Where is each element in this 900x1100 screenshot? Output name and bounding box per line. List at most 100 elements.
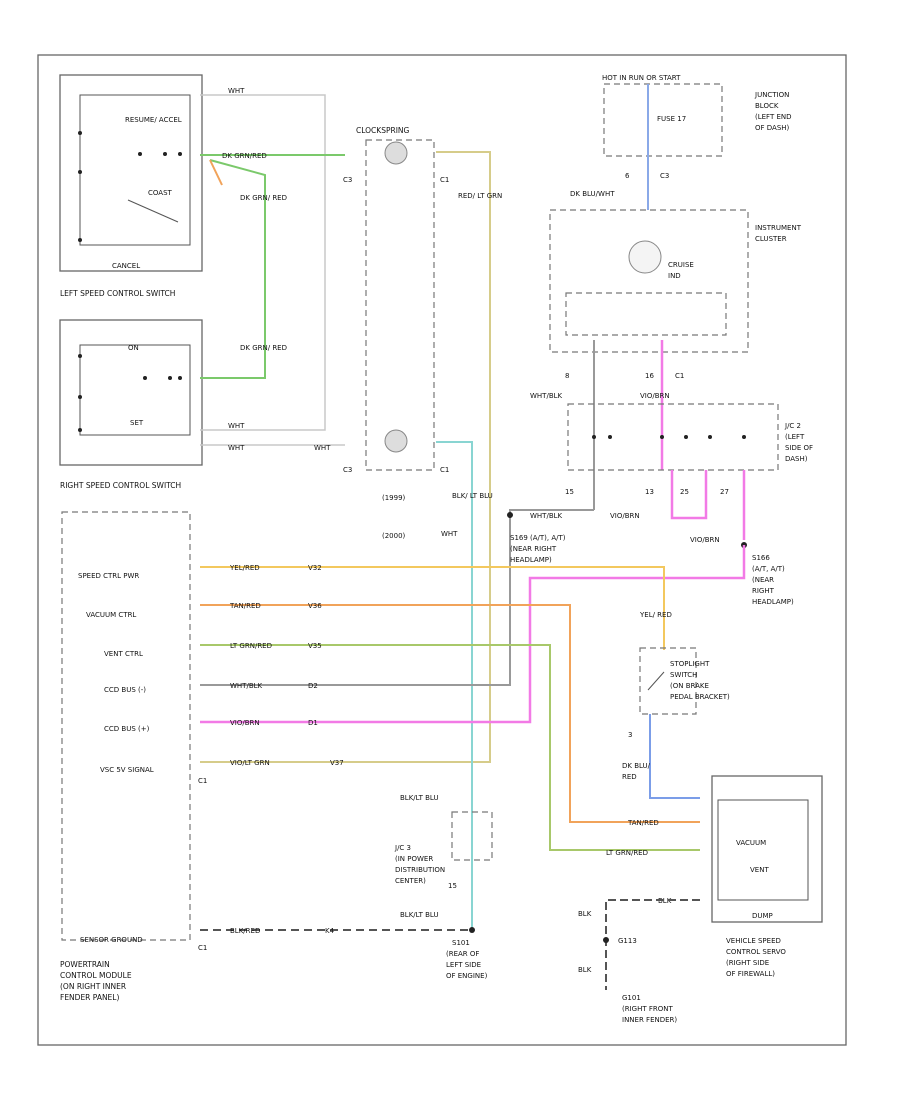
svg-text:15: 15 xyxy=(448,882,457,890)
svg-text:D2: D2 xyxy=(308,682,318,690)
cruise-indicator-lamp xyxy=(628,240,662,274)
clockspring-lower xyxy=(384,429,408,453)
svg-text:BLK: BLK xyxy=(578,966,592,974)
svg-text:(NEAR: (NEAR xyxy=(752,576,774,584)
svg-text:DISTRIBUTION: DISTRIBUTION xyxy=(395,866,445,874)
svg-text:LT GRN/RED: LT GRN/RED xyxy=(230,642,272,650)
left-speed-switch-box xyxy=(59,74,203,272)
cancel-label: CANCEL xyxy=(112,262,140,270)
diagram-frame xyxy=(37,54,847,1046)
wht-blk-wire xyxy=(200,509,594,686)
pcm-box xyxy=(61,511,191,941)
svg-text:CRUISE: CRUISE xyxy=(668,261,694,269)
svg-text:FENDER PANEL): FENDER PANEL) xyxy=(60,993,119,1002)
servo-ground-wire xyxy=(605,899,700,990)
svg-text:CCD BUS (+): CCD BUS (+) xyxy=(104,725,150,733)
svg-text:IND: IND xyxy=(668,272,681,280)
svg-text:RIGHT: RIGHT xyxy=(752,587,775,595)
svg-text:CONTROL SERVO: CONTROL SERVO xyxy=(726,948,786,956)
svg-text:WHT/BLK: WHT/BLK xyxy=(530,512,563,520)
svg-text:RED: RED xyxy=(622,773,637,781)
lt-grn-red-wire xyxy=(200,644,700,851)
svg-text:J/C 2: J/C 2 xyxy=(784,422,801,430)
svg-text:V36: V36 xyxy=(308,602,322,610)
svg-text:VENT: VENT xyxy=(750,866,769,874)
clockspring-upper xyxy=(384,141,408,165)
svg-text:WHT: WHT xyxy=(228,87,245,95)
wht-wire-top xyxy=(200,94,326,431)
svg-text:(NEAR RIGHT: (NEAR RIGHT xyxy=(510,545,557,553)
right-switch-label: RIGHT SPEED CONTROL SWITCH xyxy=(60,481,181,490)
svg-text:WHT/BLK: WHT/BLK xyxy=(530,392,563,400)
svg-text:25: 25 xyxy=(680,488,689,496)
svg-text:LEFT SIDE: LEFT SIDE xyxy=(446,961,481,969)
svg-text:(LEFT: (LEFT xyxy=(785,433,805,441)
svg-text:POWERTRAIN: POWERTRAIN xyxy=(60,960,110,969)
tan-red-wire xyxy=(200,604,700,823)
svg-text:SWITCH: SWITCH xyxy=(670,671,697,679)
svg-text:BLK/LT BLU: BLK/LT BLU xyxy=(400,794,439,802)
svg-text:(1999): (1999) xyxy=(382,494,406,502)
svg-text:BLK/ LT BLU: BLK/ LT BLU xyxy=(452,492,493,500)
svg-text:G113: G113 xyxy=(618,937,637,945)
svg-text:J/C 3: J/C 3 xyxy=(394,844,411,852)
svg-text:VIO/BRN: VIO/BRN xyxy=(690,536,720,544)
vio-brn-loop xyxy=(670,470,708,520)
svg-text:DK GRN/ RED: DK GRN/ RED xyxy=(240,344,287,352)
svg-text:C3: C3 xyxy=(660,172,669,180)
svg-text:LT GRN/RED: LT GRN/RED xyxy=(606,849,648,857)
svg-text:CLUSTER: CLUSTER xyxy=(755,235,787,243)
svg-text:(2000): (2000) xyxy=(382,532,406,540)
svg-text:VIO/BRN: VIO/BRN xyxy=(610,512,640,520)
svg-text:DASH): DASH) xyxy=(785,455,808,463)
svg-text:OF DASH): OF DASH) xyxy=(755,124,790,132)
on-label: ON xyxy=(128,344,139,352)
dk-grn-red-split xyxy=(200,159,266,379)
svg-text:SPEED CTRL PWR: SPEED CTRL PWR xyxy=(78,572,139,580)
svg-text:VACUUM: VACUUM xyxy=(736,839,766,847)
svg-text:WHT: WHT xyxy=(228,422,245,430)
svg-text:VENT CTRL: VENT CTRL xyxy=(104,650,143,658)
svg-text:YEL/ RED: YEL/ RED xyxy=(639,611,672,619)
junction-block-box xyxy=(603,83,723,157)
svg-text:VIO/BRN: VIO/BRN xyxy=(230,719,260,727)
svg-text:OF ENGINE): OF ENGINE) xyxy=(446,972,488,980)
svg-text:CCD BUS (-): CCD BUS (-) xyxy=(104,686,146,694)
svg-text:V37: V37 xyxy=(330,759,344,767)
svg-text:DUMP: DUMP xyxy=(752,912,773,920)
svg-text:(LEFT END: (LEFT END xyxy=(755,113,792,121)
left-lower-switch-box xyxy=(59,319,203,466)
svg-text:V35: V35 xyxy=(308,642,322,650)
svg-text:(REAR OF: (REAR OF xyxy=(446,950,479,958)
svg-text:6: 6 xyxy=(625,172,630,180)
coast-label: COAST xyxy=(148,189,173,197)
svg-text:15: 15 xyxy=(565,488,574,496)
svg-text:C3: C3 xyxy=(343,466,352,474)
svg-text:WHT: WHT xyxy=(314,444,331,452)
left-switch-label: LEFT SPEED CONTROL SWITCH xyxy=(60,289,175,298)
svg-text:SIDE OF: SIDE OF xyxy=(785,444,813,452)
svg-text:TAN/RED: TAN/RED xyxy=(627,819,659,827)
svg-text:INSTRUMENT: INSTRUMENT xyxy=(755,224,802,232)
svg-text:HEADLAMP): HEADLAMP) xyxy=(510,556,552,564)
svg-text:(RIGHT FRONT: (RIGHT FRONT xyxy=(622,1005,673,1013)
svg-text:C1: C1 xyxy=(440,466,449,474)
svg-text:SENSOR GROUND: SENSOR GROUND xyxy=(80,936,143,944)
resume-accel-label: RESUME/ ACCEL xyxy=(125,116,182,124)
svg-text:C1: C1 xyxy=(198,944,207,952)
svg-text:DK BLU/: DK BLU/ xyxy=(622,762,651,770)
blk-lt-blu-wire xyxy=(436,441,473,930)
clockspring-box xyxy=(365,139,435,471)
instrument-cluster-box xyxy=(549,209,749,353)
svg-text:VACUUM CTRL: VACUUM CTRL xyxy=(86,611,136,619)
svg-text:(RIGHT SIDE: (RIGHT SIDE xyxy=(726,959,769,967)
svg-text:3: 3 xyxy=(628,731,632,739)
svg-text:WHT: WHT xyxy=(228,444,245,452)
svg-text:YEL/RED: YEL/RED xyxy=(229,564,260,572)
svg-text:27: 27 xyxy=(720,488,729,496)
svg-text:VEHICLE SPEED: VEHICLE SPEED xyxy=(726,937,781,945)
speed-control-servo-box xyxy=(711,775,823,923)
svg-text:S166: S166 xyxy=(752,554,770,562)
jc2-box xyxy=(567,403,779,471)
